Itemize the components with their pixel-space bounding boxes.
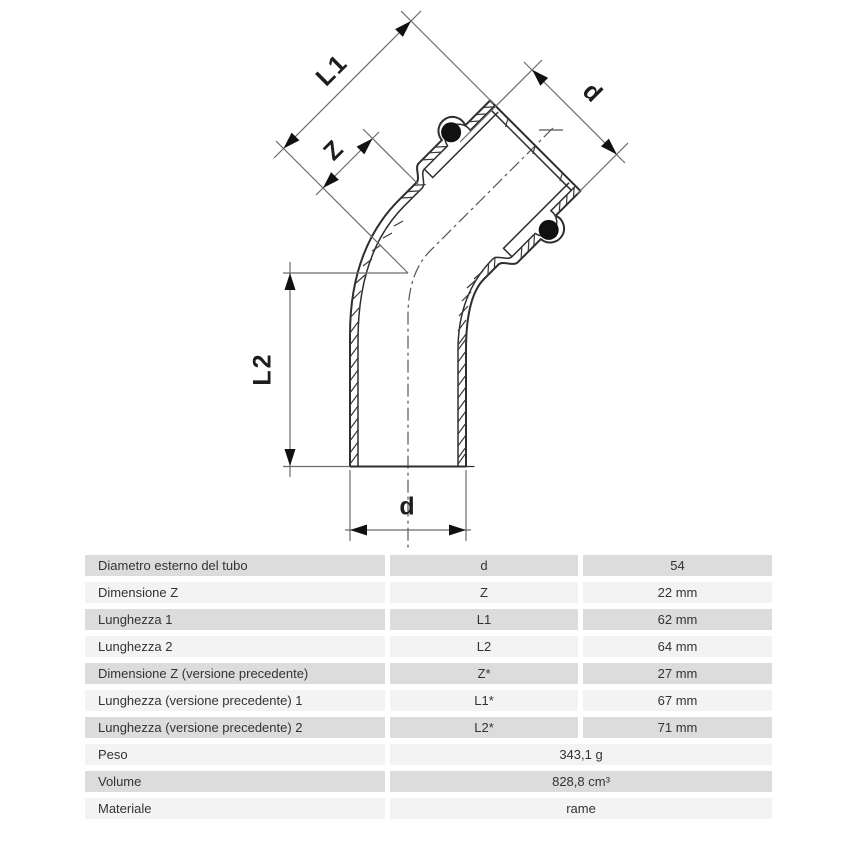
spec-table: Diametro esterno del tubo d 54 Dimension… bbox=[80, 549, 777, 825]
spec-value: 54 bbox=[583, 555, 772, 576]
o-ring-seal-upper bbox=[441, 122, 462, 143]
socket-bore-lower bbox=[502, 182, 570, 250]
d-top-extension-line-b bbox=[576, 142, 629, 195]
z-extension-line bbox=[362, 128, 420, 186]
spec-label: Lunghezza (versione precedente) 2 bbox=[85, 717, 385, 738]
spec-label: Dimensione Z bbox=[85, 582, 385, 603]
spec-value: 67 mm bbox=[583, 690, 772, 711]
socket-step-upper bbox=[423, 168, 434, 179]
l2-label: L2 bbox=[249, 352, 277, 385]
spec-value: 828,8 cm³ bbox=[390, 771, 772, 792]
socket-step-lower bbox=[502, 247, 513, 258]
l1-extension-line-bottom bbox=[275, 140, 409, 274]
dimension-l1 bbox=[273, 10, 495, 274]
d-bottom-arrow-left bbox=[350, 524, 367, 536]
l1-arrow-bottom bbox=[283, 132, 300, 149]
spec-symbol: L2* bbox=[390, 717, 578, 738]
spec-symbol: Z* bbox=[390, 663, 578, 684]
table-row: Dimensione Z (versione precedente) Z* 27… bbox=[85, 663, 772, 684]
l2-arrow-bottom bbox=[284, 449, 296, 466]
spec-label: Lunghezza 2 bbox=[85, 636, 385, 657]
table-row: Lunghezza 2 L2 64 mm bbox=[85, 636, 772, 657]
section-hatching bbox=[349, 106, 575, 465]
spec-symbol: L1* bbox=[390, 690, 578, 711]
socket-bore-upper bbox=[431, 111, 499, 179]
spec-value: 22 mm bbox=[583, 582, 772, 603]
table-row: Materiale rame bbox=[85, 798, 772, 819]
d-top-extension-line-a bbox=[459, 59, 543, 143]
d-bottom-label: d bbox=[399, 493, 416, 521]
table-row: Volume 828,8 cm³ bbox=[85, 771, 772, 792]
spec-label: Materiale bbox=[85, 798, 385, 819]
table-row: Lunghezza (versione precedente) 2 L2* 71… bbox=[85, 717, 772, 738]
table-row: Diametro esterno del tubo d 54 bbox=[85, 555, 772, 576]
d-top-arrow-upper bbox=[532, 69, 549, 86]
table-row: Lunghezza (versione precedente) 1 L1* 67… bbox=[85, 690, 772, 711]
d-bottom-arrow-right bbox=[449, 524, 466, 536]
l1-arrow-top bbox=[395, 21, 411, 37]
z-arrow-bottom bbox=[323, 172, 339, 188]
l1-dimension-line bbox=[273, 10, 422, 159]
pipe-axis-centerline bbox=[407, 127, 554, 548]
spec-symbol: L2 bbox=[390, 636, 578, 657]
spec-label: Peso bbox=[85, 744, 385, 765]
spec-value: rame bbox=[390, 798, 772, 819]
l2-arrow-top bbox=[284, 273, 296, 290]
spec-value: 62 mm bbox=[583, 609, 772, 630]
d-top-label: d bbox=[577, 77, 609, 109]
spec-label: Lunghezza (versione precedente) 1 bbox=[85, 690, 385, 711]
spec-symbol: Z bbox=[390, 582, 578, 603]
centerlines bbox=[407, 127, 554, 548]
z-arrow-top bbox=[356, 138, 373, 155]
spec-symbol: d bbox=[390, 555, 578, 576]
d-top-arrow-lower bbox=[601, 138, 617, 155]
spec-label: Volume bbox=[85, 771, 385, 792]
spec-label: Lunghezza 1 bbox=[85, 609, 385, 630]
spec-symbol: L1 bbox=[390, 609, 578, 630]
l1-extension-line-top bbox=[400, 10, 495, 105]
o-ring-seal-lower bbox=[538, 219, 559, 240]
table-row: Lunghezza 1 L1 62 mm bbox=[85, 609, 772, 630]
technical-drawing: L1 Z d L2 bbox=[249, 10, 629, 548]
table-row: Dimensione Z Z 22 mm bbox=[85, 582, 772, 603]
mouth-inner-rim bbox=[489, 108, 573, 192]
spec-label: Diametro esterno del tubo bbox=[85, 555, 385, 576]
dimension-l2 bbox=[283, 262, 408, 477]
spec-value: 343,1 g bbox=[390, 744, 772, 765]
spec-value: 71 mm bbox=[583, 717, 772, 738]
spec-value: 27 mm bbox=[583, 663, 772, 684]
spec-value: 64 mm bbox=[583, 636, 772, 657]
z-label: Z bbox=[318, 134, 350, 166]
spec-label: Dimensione Z (versione precedente) bbox=[85, 663, 385, 684]
table-row: Peso 343,1 g bbox=[85, 744, 772, 765]
